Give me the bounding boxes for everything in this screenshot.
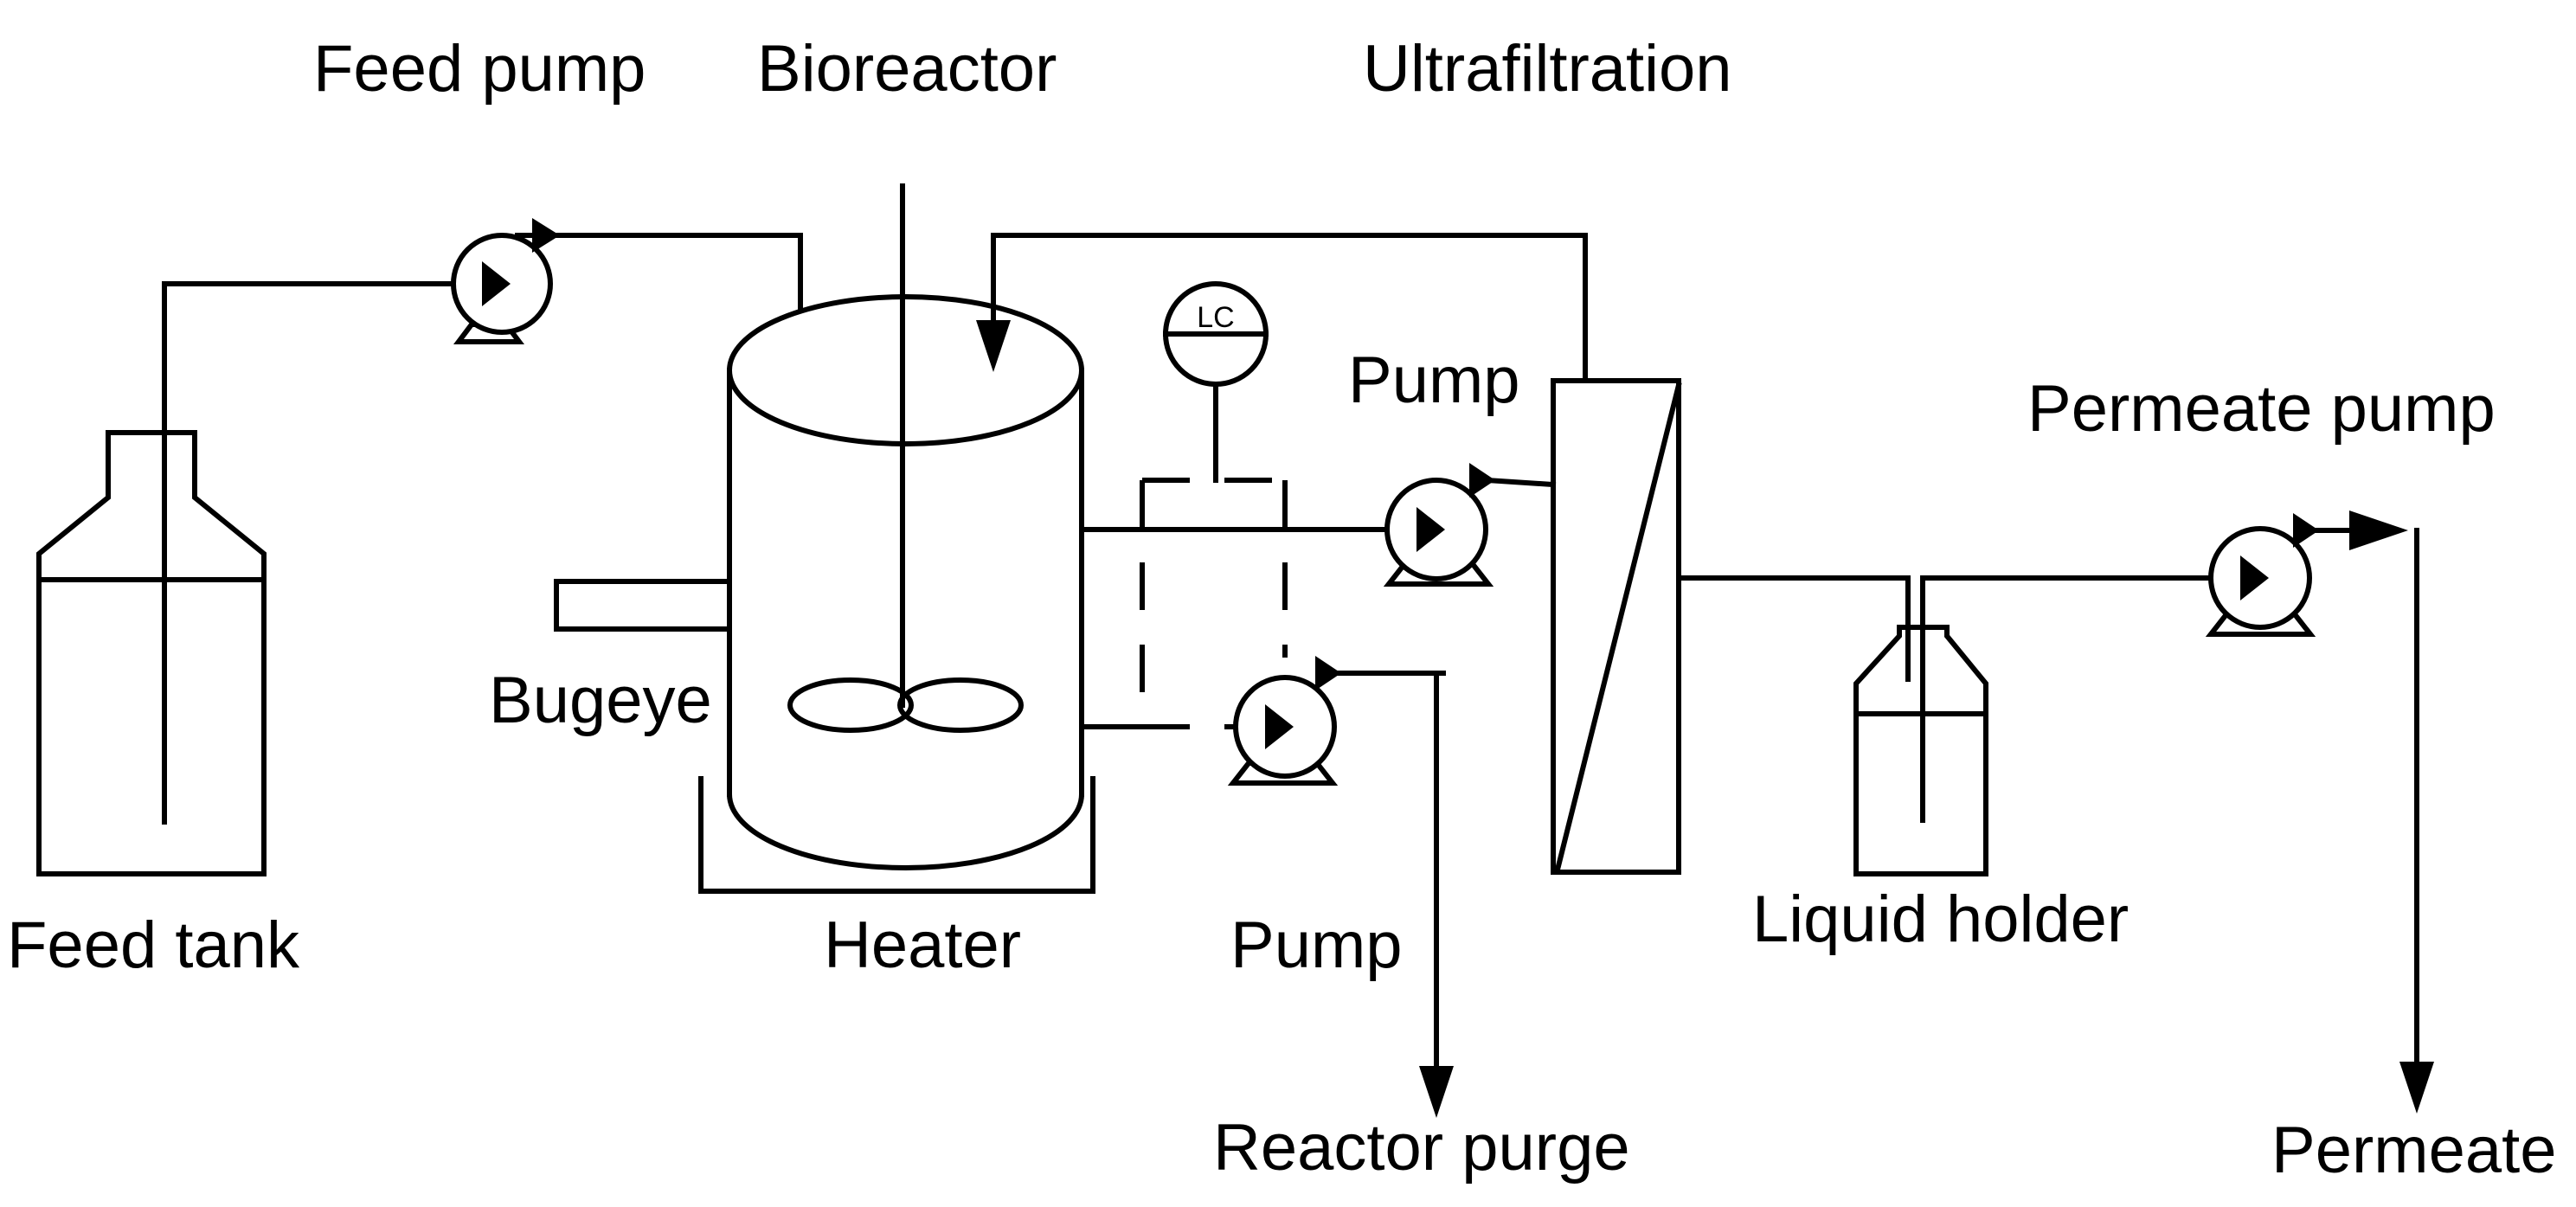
feed-to-reactor-line: [551, 233, 803, 336]
liquid-holder-label: Liquid holder: [1752, 883, 2129, 956]
bioreactor-label: Bioreactor: [757, 32, 1057, 106]
bugeye-window: [554, 579, 732, 632]
ultrafiltration-module: [1551, 378, 1682, 875]
permeate-arrow: [2399, 1062, 2434, 1114]
bioreactor-vessel: [726, 183, 1085, 870]
level-controller: LC: [1163, 281, 1269, 483]
heater-label: Heater: [824, 908, 1021, 982]
bugeye-label: Bugeye: [489, 664, 712, 737]
ultrafiltration-outlet-line: [1676, 575, 1911, 682]
recycle-inlet-arrow: [976, 320, 1011, 372]
feed-tank: [36, 430, 267, 876]
liquid-holder: [1853, 575, 1988, 876]
feed-pump-label: Feed pump: [313, 32, 646, 106]
lc-label: LC: [1197, 301, 1234, 334]
feed-pump: [451, 218, 560, 344]
feed-tank-label: Feed tank: [7, 908, 300, 982]
upper-pump-label: Pump: [1348, 343, 1520, 417]
recycle-line: [991, 233, 1588, 383]
lower-pump-label: Pump: [1230, 908, 1403, 982]
permeate-pump-label: Permeate pump: [2027, 372, 2496, 446]
reactor-purge-label: Reactor purge: [1213, 1111, 1630, 1185]
permeate-label: Permeate: [2271, 1114, 2557, 1187]
feed-line: [162, 281, 474, 825]
ultrafiltration-label: Ultrafiltration: [1363, 32, 1732, 106]
purge-arrow: [1419, 1066, 1454, 1118]
upper-pump: [1383, 463, 1557, 587]
permeate-pump: [2205, 510, 2408, 637]
heater: [698, 776, 1095, 894]
purge-line: [1330, 671, 1446, 1071]
lower-pump: [1227, 656, 1341, 786]
